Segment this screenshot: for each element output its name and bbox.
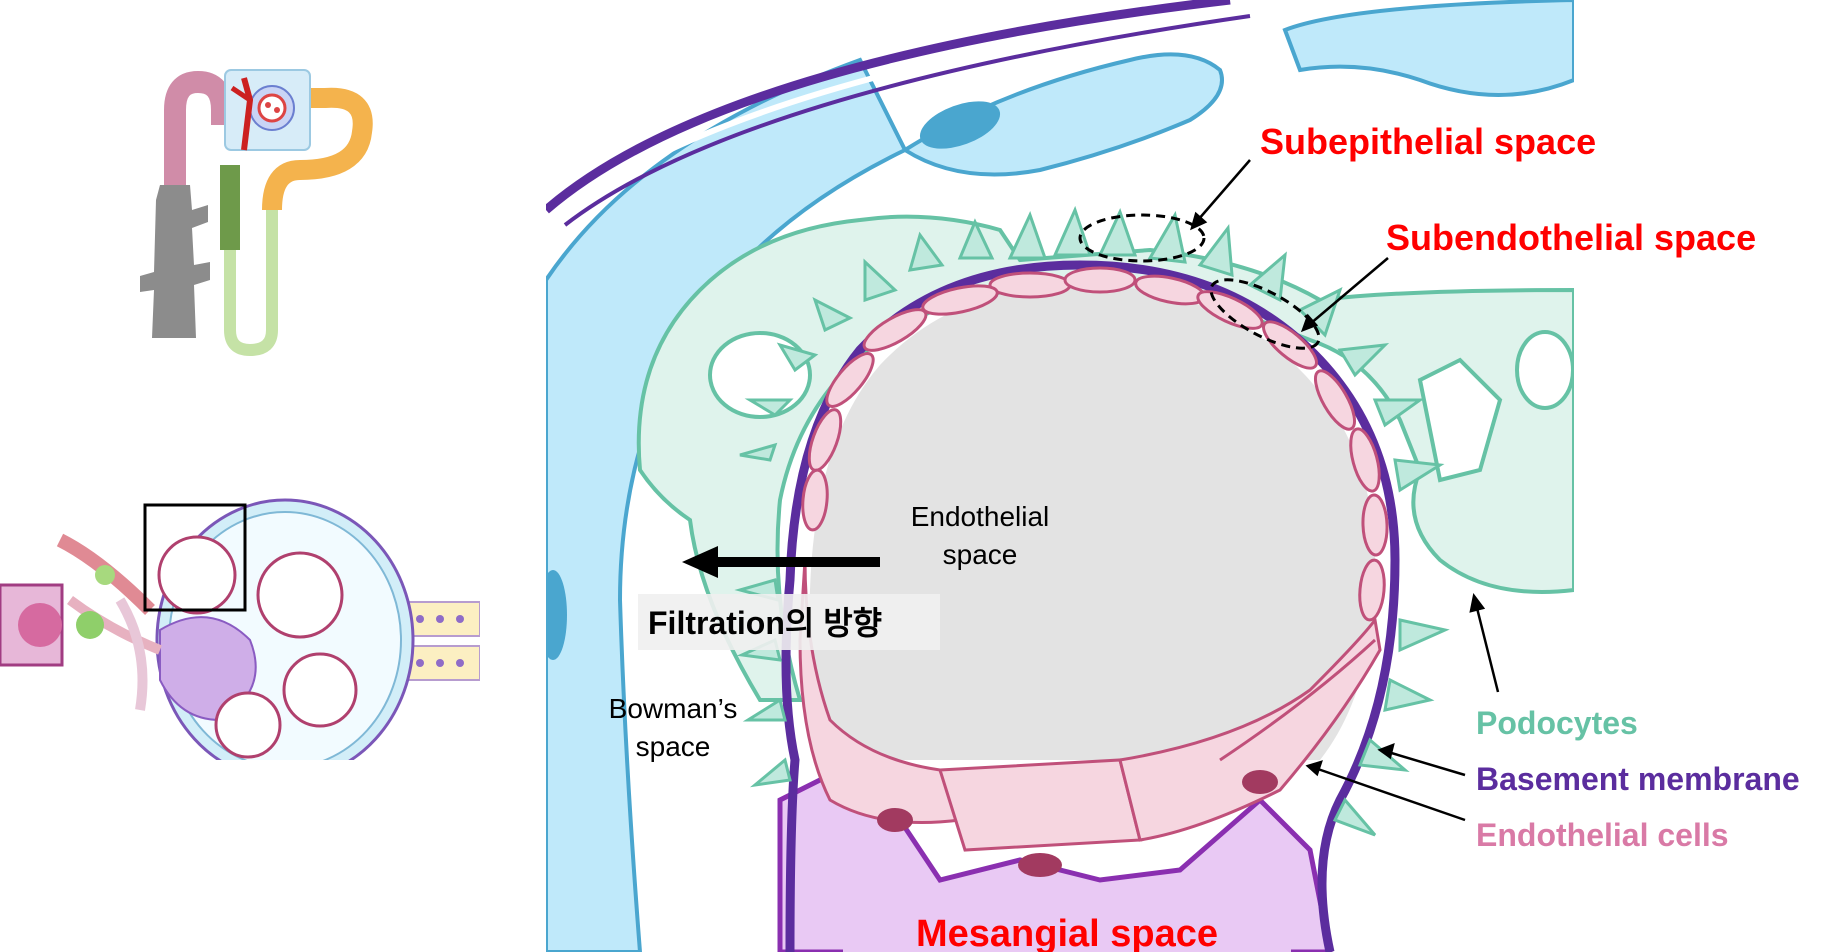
nephron-overview-icon xyxy=(140,69,373,357)
endothelial-space-label-1: Endothelial xyxy=(911,501,1050,532)
bowman-space-label-1: Bowman’s xyxy=(609,693,738,724)
capillary-zoom xyxy=(546,0,1574,952)
pointer-lines xyxy=(1190,159,1500,822)
podocytes-label: Podocytes xyxy=(1476,705,1638,741)
bowman-space-label-2: space xyxy=(636,731,711,762)
basement-membrane-label: Basement membrane xyxy=(1476,761,1800,797)
subendothelial-label: Subendothelial space xyxy=(1386,217,1756,258)
filtration-label: Filtration의 방향 xyxy=(648,605,882,641)
endothelial-cells-label: Endothelial cells xyxy=(1476,817,1729,853)
endothelial-cells-chain xyxy=(801,266,1389,622)
glomerulus-overview-icon xyxy=(0,498,480,760)
subepithelial-highlight xyxy=(1078,213,1206,263)
mesangial-label: Mesangial space xyxy=(916,913,1218,952)
podocyte-foot-processes xyxy=(734,205,1450,837)
inset-highlight-box xyxy=(143,503,247,612)
subendothelial-highlight xyxy=(1209,278,1321,350)
subepithelial-label: Subepithelial space xyxy=(1260,121,1596,162)
endothelial-space-label-2: space xyxy=(943,539,1018,570)
